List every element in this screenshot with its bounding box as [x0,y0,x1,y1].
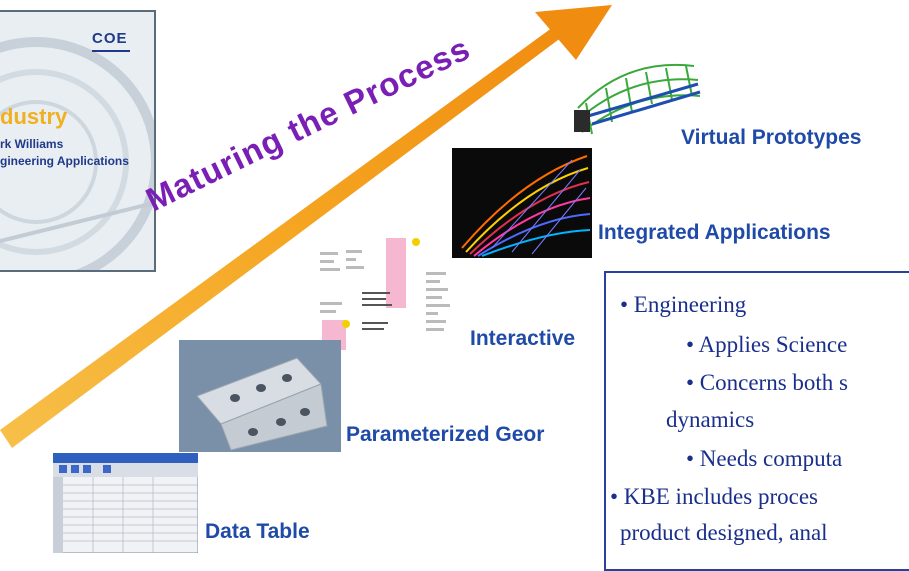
parameterized-geometry-image [179,340,341,452]
coe-logo-underline [92,50,130,52]
data-table-image [53,453,198,553]
virtual-prototype-image [574,63,701,135]
stage-label-data-table: Data Table [205,520,310,543]
sub-bullet-needs: • Needs computa [686,446,843,471]
maturity-arrow [0,5,612,448]
arrow-shaft [0,22,566,448]
slide-author: rk Williams [0,137,64,151]
bullet-engineering: • Engineering [620,292,747,317]
slide-title: dustry [0,104,68,129]
slide-background-graphic [0,37,154,270]
sub-bullet-concerns: • Concerns both s [686,370,849,395]
slide-affiliation: gineering Applications [0,154,129,168]
bullet-kbe-cont: product designed, anal [620,520,828,545]
bullet-kbe: • KBE includes proces [610,484,818,509]
stage-label-integrated-applications: Integrated Applications [598,221,831,244]
integrated-applications-image [452,148,592,258]
stage-label-virtual-prototypes: Virtual Prototypes [681,126,862,149]
stage-label-interactive: Interactive [470,327,576,350]
title-slide-thumbnail: COE dustry rk Williams gineering Applica… [0,10,156,272]
coe-logo: COE [92,30,128,47]
kbe-info-box: • Engineering • Applies Science • Concer… [604,271,909,571]
sub-bullet-concerns-cont: dynamics [666,407,755,432]
arrow-head [535,5,612,60]
sub-bullet-applies-science: • Applies Science [686,332,848,357]
stage-label-parameterized-geometry: Parameterized Geor [346,423,545,446]
interactive-rules-image [320,238,450,350]
